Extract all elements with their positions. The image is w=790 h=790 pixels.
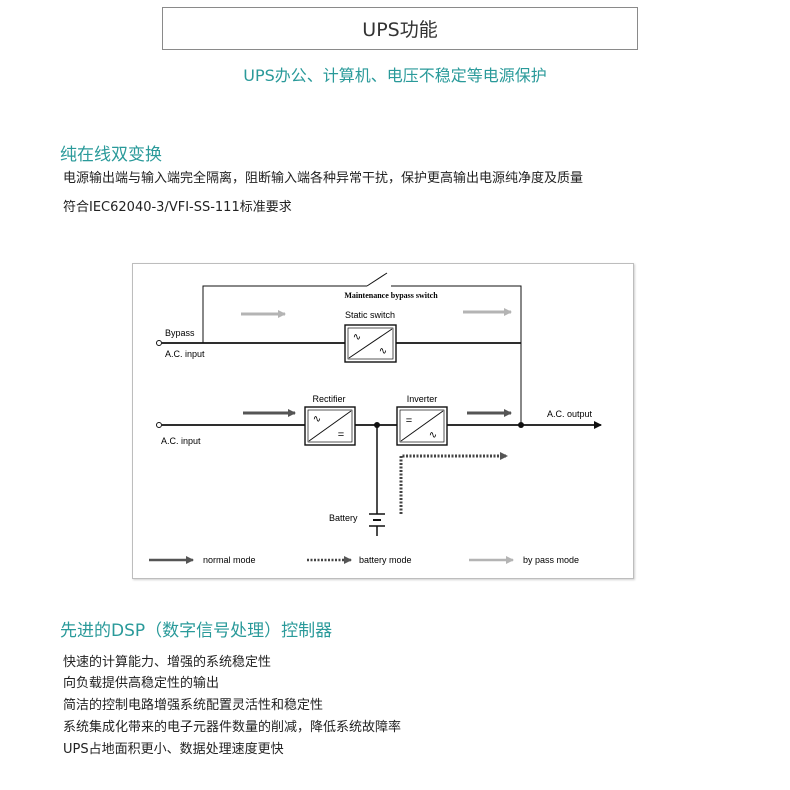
ups-diagram: Maintenance bypass switch Bypass A.C. in… [132,263,634,579]
ac-symbol: ∿ [353,332,361,343]
static-switch-box [344,324,397,363]
rectifier-label: Rectifier [312,394,345,404]
rectifier-box [304,406,356,446]
maintenance-switch-label: Maintenance bypass switch [344,291,438,300]
ac-symbol: ∿ [313,414,321,425]
page-subtitle: UPS办公、计算机、电压不稳定等电源保护 [243,66,547,85]
bypass-label: Bypass [165,328,195,338]
feature-line: 符合IEC62040-3/VFI-SS-111标准要求 [63,200,292,215]
ups-diagram-svg: Maintenance bypass switch Bypass A.C. in… [149,272,602,565]
page-title: UPS功能 [362,19,438,41]
inverter-label: Inverter [407,394,438,404]
feature-line: 系统集成化带来的电子元器件数量的削减，降低系统故障率 [63,720,402,735]
legend-battery-label: battery mode [359,555,412,565]
dc-symbol: = [338,429,344,441]
feature-line: 快速的计算能力、增强的系统稳定性 [63,655,272,670]
battery-label: Battery [329,513,358,523]
battery-flow-arrow [399,452,508,514]
legend-normal-label: normal mode [203,555,256,565]
ac-input-bottom-label: A.C. input [161,436,201,446]
feature-line: 向负载提供高稳定性的输出 [63,676,220,691]
legend-bypass-label: by pass mode [523,555,579,565]
main-line [156,421,602,429]
static-switch-label: Static switch [345,310,395,320]
battery-branch [369,425,385,536]
ac-input-top-label: A.C. input [165,349,205,359]
feature-line: 简洁的控制电路增强系统配置灵活性和稳定性 [63,698,324,713]
feature-line: UPS占地面积更小、数据处理速度更快 [63,742,284,757]
maintenance-bypass-line [202,272,522,428]
ac-symbol: ∿ [429,430,437,441]
ac-symbol: ∿ [379,346,387,357]
feature-line: 电源输出端与输入端完全隔离，阻断输入端各种异常干扰，保护更高输出电源纯净度及质量 [63,171,584,186]
legend: normal mode battery mode by pass mode [149,555,579,565]
ac-output-label: A.C. output [547,409,593,419]
section-heading-dsp: 先进的DSP（数字信号处理）控制器 [60,621,333,641]
section-heading-online: 纯在线双变换 [60,145,162,165]
inverter-box [396,406,448,446]
dc-symbol: = [406,415,412,427]
bypass-line [156,340,521,346]
title-box: UPS功能 [162,7,638,50]
